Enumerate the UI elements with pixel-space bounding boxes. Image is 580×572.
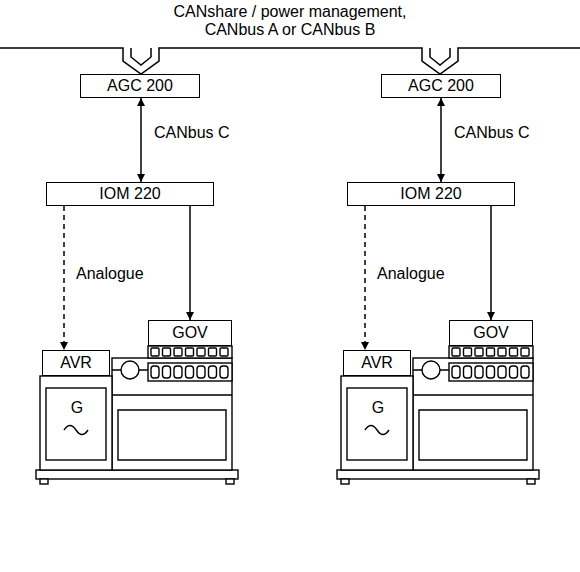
illustration-part (449, 363, 533, 381)
illustration-part (498, 366, 506, 378)
illustration-part (498, 348, 506, 356)
box-label: GOV (473, 324, 509, 342)
turbo-symbol (422, 361, 440, 379)
box-label: AGC 200 (408, 77, 474, 95)
illustration-line (131, 48, 151, 65)
box-label: AVR (60, 354, 92, 372)
illustration-part (186, 348, 194, 356)
signal-line (189, 206, 191, 320)
illustration-part (148, 346, 232, 358)
illustration-part (197, 348, 205, 356)
io-module-box: IOM 220 (347, 182, 515, 206)
illustration-part (40, 376, 112, 470)
generator-symbol: G (372, 399, 384, 417)
illustration-part (186, 366, 194, 378)
illustration-part (452, 366, 460, 378)
illustration-part (341, 479, 349, 484)
illustration-part (174, 366, 182, 378)
box-label: AVR (361, 354, 393, 372)
governor-box: GOV (148, 320, 232, 346)
illustration-part (521, 348, 529, 356)
illustration-part (527, 479, 535, 484)
connector-label: Analogue (74, 265, 146, 283)
generator-symbol: G (71, 399, 83, 417)
connector-label: CANbus C (152, 124, 232, 142)
illustration-part (174, 348, 182, 356)
io-module-box: IOM 220 (46, 182, 214, 206)
bus-label: CANshare / power management, CANbus A or… (162, 3, 418, 40)
connector-label: CANbus C (452, 124, 532, 142)
illustration-part (449, 346, 533, 358)
box-label: GOV (172, 324, 208, 342)
illustration-line (64, 426, 88, 435)
illustration-part (148, 363, 232, 381)
illustration-line (430, 48, 450, 65)
illustration-part (46, 388, 106, 460)
illustration-part (220, 366, 228, 378)
illustration-part (521, 366, 529, 378)
illustration-part (163, 366, 171, 378)
illustration-line (365, 426, 389, 435)
analogue-signal-line (364, 206, 366, 350)
illustration-part (220, 348, 228, 356)
controller-box: AGC 200 (381, 74, 501, 98)
genset-drawing (36, 346, 238, 484)
illustration-line (0, 48, 580, 74)
illustration-part (197, 366, 205, 378)
genset-drawing (337, 346, 539, 484)
illustration-part (209, 366, 217, 378)
illustration-part (475, 348, 483, 356)
controller-box: AGC 200 (80, 74, 200, 98)
illustration-part (413, 358, 533, 470)
illustration-part (475, 366, 483, 378)
illustration-line (112, 369, 148, 370)
illustration-part (452, 348, 460, 356)
connector-label: Analogue (375, 265, 447, 283)
box-label: AGC 200 (107, 77, 173, 95)
illustration-part (487, 366, 495, 378)
illustration-part (151, 348, 159, 356)
illustration-part (347, 388, 407, 460)
illustration-part (209, 348, 217, 356)
illustration-part (151, 366, 159, 378)
illustration-part (487, 348, 495, 356)
signal-line (440, 98, 442, 182)
avr-box: AVR (343, 350, 411, 376)
illustration-line (413, 395, 533, 460)
illustration-part (36, 470, 238, 479)
governor-box: GOV (449, 320, 533, 346)
illustration-part (464, 366, 472, 378)
analogue-signal-line (63, 206, 65, 350)
turbo-symbol (121, 361, 139, 379)
box-label: IOM 220 (400, 185, 461, 203)
illustration-part (464, 348, 472, 356)
illustration-part (341, 376, 413, 470)
illustration-part (337, 470, 539, 479)
illustration-part (510, 348, 518, 356)
illustration-part (226, 479, 234, 484)
illustration-line (112, 395, 232, 460)
illustration-part (40, 479, 48, 484)
signal-line (490, 206, 492, 320)
avr-box: AVR (42, 350, 110, 376)
illustration-line (413, 369, 449, 370)
illustration-part (112, 358, 232, 470)
illustration-part (510, 366, 518, 378)
bus-line (0, 48, 580, 74)
signal-line (140, 98, 142, 182)
illustration-part (163, 348, 171, 356)
box-label: IOM 220 (99, 185, 160, 203)
